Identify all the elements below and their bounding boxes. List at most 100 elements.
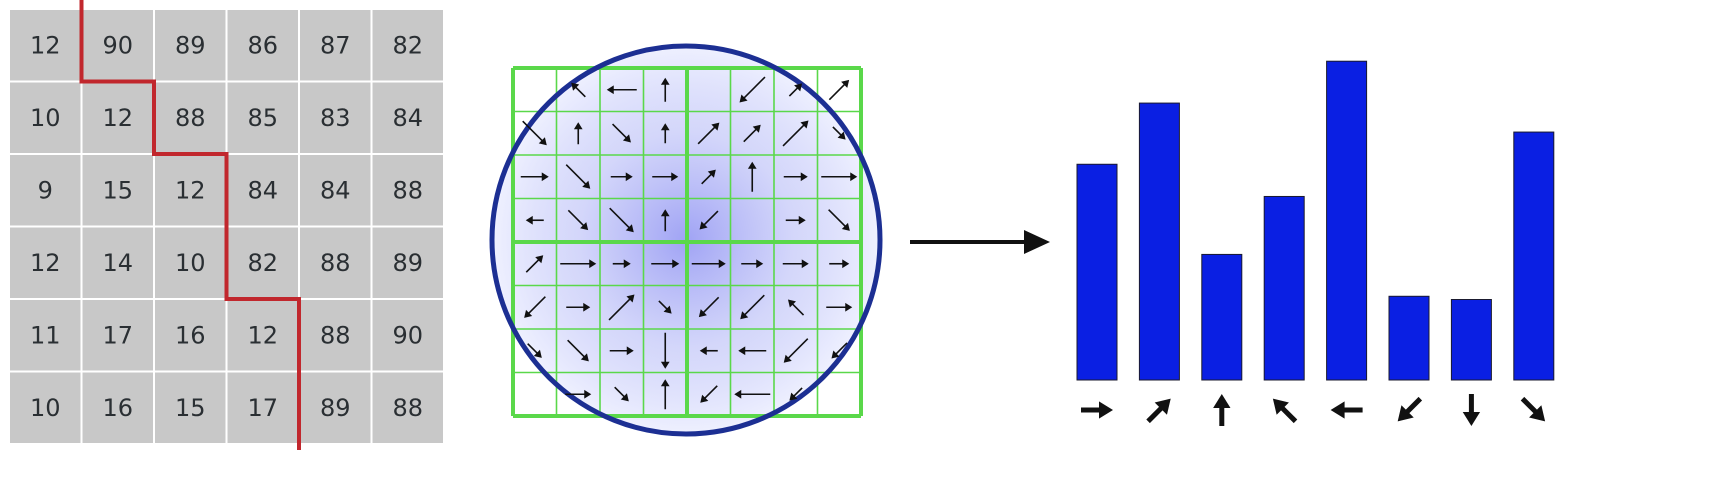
pixel-value: 88 xyxy=(320,321,351,349)
pixel-value: 88 xyxy=(392,394,423,422)
grid-cell: 84 xyxy=(370,80,445,155)
gradient-arrow xyxy=(741,259,764,269)
pixel-value: 86 xyxy=(247,31,278,59)
pixel-value: 84 xyxy=(320,176,351,204)
pixel-value: 88 xyxy=(392,176,423,204)
orientation-histogram xyxy=(1076,60,1555,426)
pixel-value: 12 xyxy=(247,321,278,349)
pixel-value: 90 xyxy=(392,321,423,349)
grid-cell: 12 xyxy=(8,225,83,300)
direction-label-ne-icon xyxy=(1146,398,1171,424)
gradient-arrow xyxy=(739,76,766,103)
grid-cell: 87 xyxy=(298,8,373,83)
gradient-arrow xyxy=(699,346,718,356)
pixel-value: 88 xyxy=(320,249,351,277)
grid-cell: 86 xyxy=(225,8,300,83)
gradient-arrow xyxy=(524,296,546,318)
pixel-value: 90 xyxy=(102,31,133,59)
histogram-bar-nw xyxy=(1263,195,1305,381)
pixel-value: 10 xyxy=(30,104,61,132)
grid-cell: 11 xyxy=(8,298,83,373)
gradient-arrow xyxy=(565,164,591,189)
gradient-arrow xyxy=(782,120,809,147)
pixel-value: 12 xyxy=(175,176,206,204)
gradient-arrow xyxy=(660,332,670,369)
grid-cell: 15 xyxy=(153,370,228,445)
grid-cell: 15 xyxy=(80,153,155,228)
gradient-arrow xyxy=(828,209,850,231)
gradient-arrow xyxy=(700,385,718,403)
edge-boundary-line xyxy=(79,0,301,450)
direction-label-se-icon xyxy=(1520,396,1546,422)
grid-cell: 17 xyxy=(80,298,155,373)
gradient-arrow xyxy=(740,294,765,320)
gradient-arrow xyxy=(609,346,634,356)
grid-cell: 16 xyxy=(80,370,155,445)
sampling-grid xyxy=(511,66,863,418)
gradient-arrow xyxy=(560,259,597,269)
gradient-arrow xyxy=(701,169,716,185)
gradient-arrow xyxy=(738,346,767,356)
gradient-arrow xyxy=(660,77,670,102)
grid-cell: 90 xyxy=(80,8,155,83)
direction-label-s-icon xyxy=(1462,394,1481,426)
grid-cell: 10 xyxy=(8,80,83,155)
gradient-arrow xyxy=(567,209,589,231)
direction-label-sw-icon xyxy=(1397,396,1423,422)
gradient-arrow xyxy=(614,386,629,402)
pixel-value: 87 xyxy=(320,31,351,59)
histogram-bar-n xyxy=(1201,253,1243,381)
gradient-arrow xyxy=(832,126,846,140)
pixel-value: 17 xyxy=(247,394,278,422)
grid-cell: 88 xyxy=(153,80,228,155)
gradient-arrow xyxy=(743,124,761,143)
grid-cell: 83 xyxy=(298,80,373,155)
pixel-value: 14 xyxy=(102,249,133,277)
gradient-arrow xyxy=(734,389,771,399)
grid-cell: 10 xyxy=(8,370,83,445)
histogram-arrow-connector xyxy=(910,230,1050,254)
gradient-arrow xyxy=(699,210,719,230)
grid-cell: 12 xyxy=(80,80,155,155)
gradient-arrow xyxy=(831,342,848,359)
gradient-arrow xyxy=(788,83,803,97)
histogram-bar-ne xyxy=(1138,102,1180,381)
gradient-arrow xyxy=(520,172,549,182)
pixel-value: 88 xyxy=(175,104,206,132)
pixel-value: 89 xyxy=(175,31,206,59)
grid-cell: 84 xyxy=(298,153,373,228)
gradient-arrow xyxy=(828,79,850,101)
gradient-arrow xyxy=(566,302,591,312)
gradient-arrow xyxy=(787,299,805,316)
pixel-value: 82 xyxy=(247,249,278,277)
gradient-arrow xyxy=(525,255,544,273)
pixel-value: 82 xyxy=(392,31,423,59)
gradient-arrow xyxy=(747,161,757,192)
grid-cell: 14 xyxy=(80,225,155,300)
grid-cell: 12 xyxy=(153,153,228,228)
grid-cell: 12 xyxy=(225,298,300,373)
grid-cell: 89 xyxy=(298,370,373,445)
histogram-bar-e xyxy=(1076,163,1118,381)
pixel-value: 84 xyxy=(247,176,278,204)
direction-label-e-icon xyxy=(1081,401,1113,419)
grid-cell: 88 xyxy=(370,153,445,228)
gradient-arrow xyxy=(782,259,809,269)
gradient-arrows xyxy=(520,76,858,410)
pixel-value: 89 xyxy=(392,249,423,277)
pixel-value: 16 xyxy=(102,394,133,422)
gradient-arrow xyxy=(698,296,720,318)
pixel-value: 16 xyxy=(175,321,206,349)
connector-head xyxy=(1024,230,1050,254)
gradient-arrow xyxy=(565,389,592,399)
pixel-value: 12 xyxy=(102,104,133,132)
gradient-arrow xyxy=(658,300,672,314)
pixel-value: 85 xyxy=(247,104,278,132)
grid-cell: 12 xyxy=(8,8,83,83)
grid-cell: 88 xyxy=(298,298,373,373)
pixel-value: 9 xyxy=(38,176,53,204)
grid-cell: 82 xyxy=(370,8,445,83)
gradient-patch xyxy=(489,43,883,437)
gradient-arrow xyxy=(783,338,809,363)
